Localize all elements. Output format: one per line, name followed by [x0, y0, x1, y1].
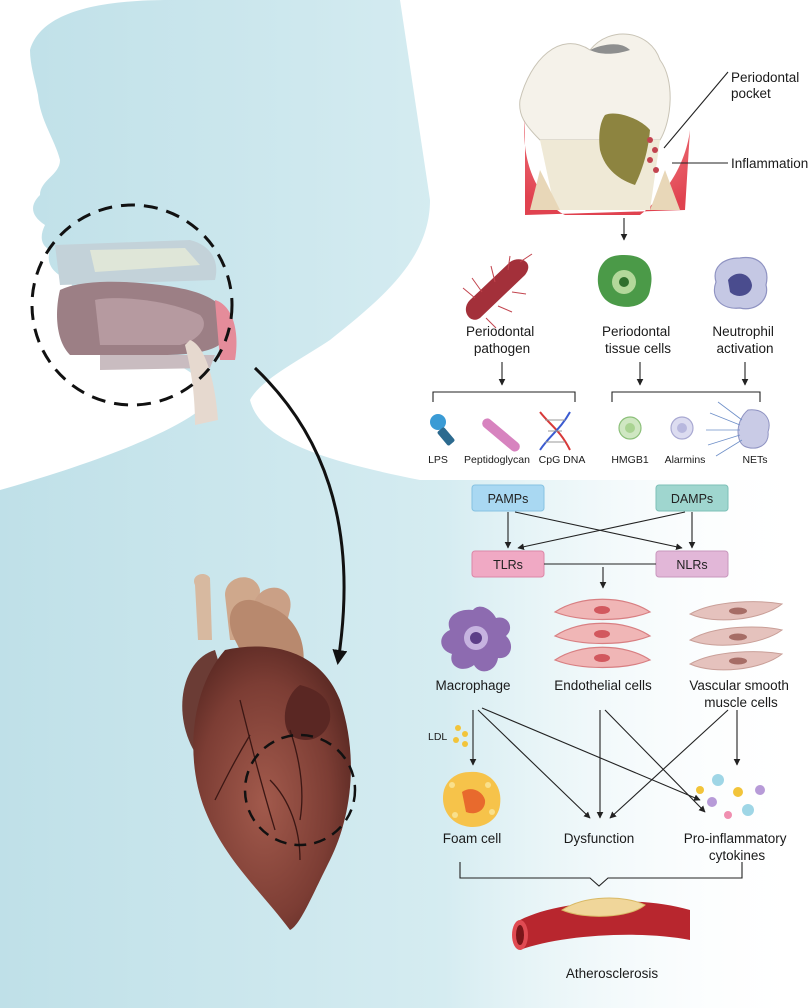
label-damps: DAMPs: [671, 492, 713, 506]
peptidoglycan-icon: [482, 418, 520, 452]
nets-icon: [706, 401, 770, 457]
oral-cavity-illustration: [55, 240, 237, 425]
endothelial-cells-icon: [553, 598, 652, 669]
mouth-to-heart-arrow: [253, 366, 348, 665]
label-endothelial-cells: Endothelial cells: [554, 678, 652, 693]
label-dysfunction: Dysfunction: [564, 831, 635, 846]
heart-illustration: [182, 574, 351, 930]
label-peptidoglycan: Peptidoglycan: [464, 454, 530, 466]
tooth-illustration: [519, 33, 690, 215]
label-alarmins: Alarmins: [665, 454, 706, 466]
damp-bracket: [611, 391, 761, 402]
periodontal-pathogen-icon: [462, 253, 533, 329]
macrophage-icon: [441, 606, 512, 672]
pamp-bracket: [432, 391, 576, 402]
label-periodontal-pocket: Periodontal pocket: [731, 70, 803, 101]
label-cpg-dna: CpG DNA: [539, 454, 586, 466]
macrophage-to-cytokines-arrow: [481, 707, 701, 801]
smooth-muscle-cells-icon: [688, 601, 784, 671]
label-lps: LPS: [428, 454, 448, 466]
macrophage-to-dysfunction-arrow: [477, 709, 591, 819]
periodontal-tissue-cell-icon: [597, 255, 652, 307]
artery-illustration: [512, 897, 690, 950]
label-atherosclerosis: Atherosclerosis: [566, 966, 659, 981]
pocket-leader-line: [663, 71, 729, 149]
label-macrophage: Macrophage: [435, 678, 510, 693]
label-hmgb1: HMGB1: [611, 454, 649, 466]
foam-cell-icon: [442, 771, 501, 828]
damps-box: [655, 484, 729, 512]
label-nets: NETs: [742, 454, 767, 466]
label-ldl: LDL: [428, 731, 447, 743]
hmgb1-icon: [618, 416, 642, 440]
damps-to-tlrs-arrow: [517, 511, 686, 550]
endothelial-to-cytokines-arrow: [604, 709, 706, 813]
heart-dashed-circle: [243, 733, 357, 847]
label-neutrophil-activation: Neutrophil activation: [712, 324, 777, 356]
smooth-muscle-to-dysfunction-arrow: [609, 709, 729, 819]
label-nlrs: NLRs: [676, 558, 707, 572]
label-inflammation: Inflammation: [731, 156, 808, 171]
label-pamps: PAMPs: [488, 492, 529, 506]
label-periodontal-pathogen: Periodontal pathogen: [466, 324, 538, 356]
lps-icon: [430, 414, 455, 446]
label-tlrs: TLRs: [493, 558, 523, 572]
ldl-particles-icon: [453, 725, 468, 747]
cytokines-icon: [696, 774, 765, 819]
pamps-box: [471, 484, 545, 512]
neutrophil-icon: [713, 257, 768, 310]
alarmins-icon: [670, 416, 694, 440]
outcome-brace: [459, 862, 743, 887]
label-pro-inflammatory-cytokines: Pro-inflammatory cytokines: [684, 831, 791, 863]
oral-dashed-circle: [30, 203, 234, 407]
label-periodontal-tissue-cells: Periodontal tissue cells: [602, 324, 674, 356]
cpg-dna-icon: [539, 411, 571, 451]
label-foam-cell: Foam cell: [443, 831, 502, 846]
label-vascular-smooth-muscle-cells: Vascular smooth muscle cells: [689, 678, 792, 710]
pamps-to-nlrs-arrow: [514, 511, 683, 550]
